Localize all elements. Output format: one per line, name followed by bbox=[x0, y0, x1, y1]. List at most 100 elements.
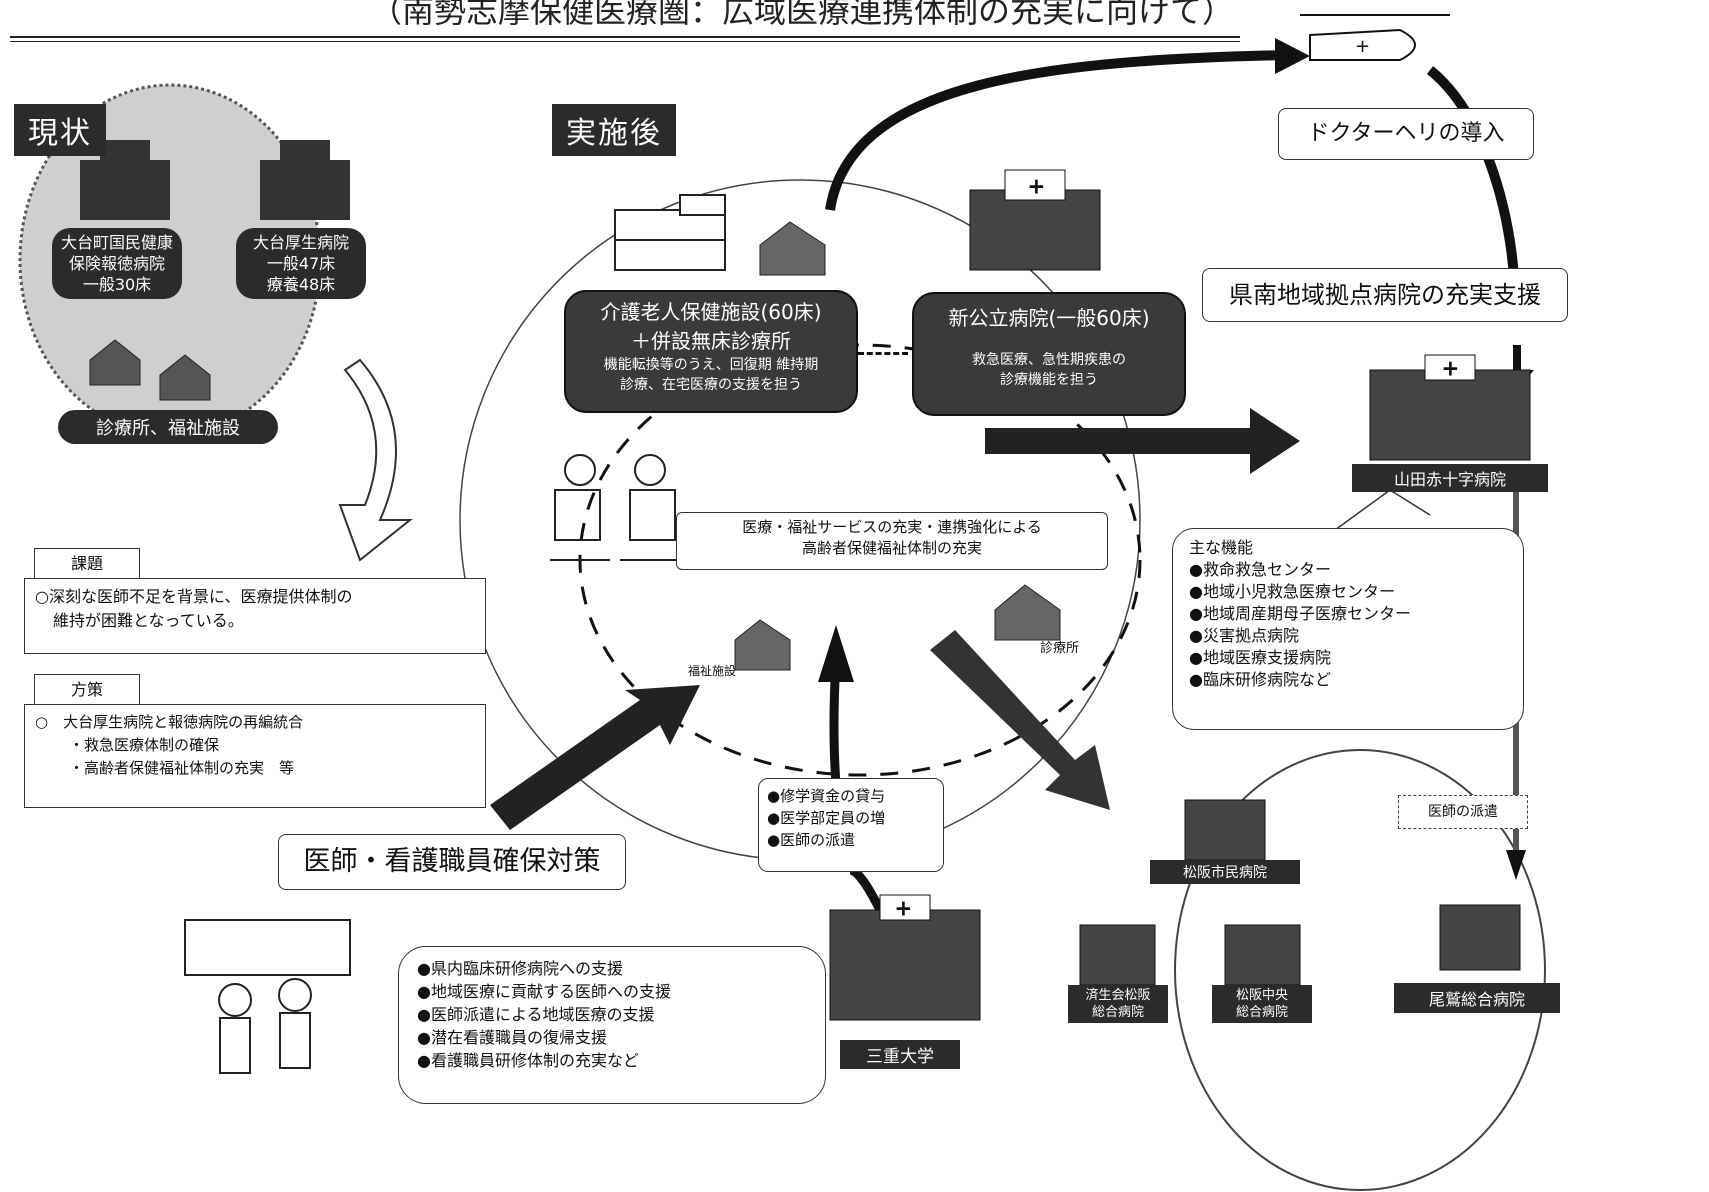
header-subtitle: （南勢志摩保健医療圏：広域医療連携体制の充実に向けて） bbox=[370, 0, 1235, 30]
base-hospital-name: 山田赤十字病院 bbox=[1352, 464, 1548, 492]
doctor-support-arrow bbox=[490, 685, 700, 830]
hospital-a-line1: 大台町国民健康 bbox=[60, 233, 173, 252]
regional-hosp2-label: 済生会松阪 総合病院 bbox=[1068, 985, 1168, 1023]
function-item: ●地域医療支援病院 bbox=[1189, 648, 1331, 667]
housaku-box: ○ 大台厚生病院と報徳病院の再編統合 ・救急医療体制の確保 ・高齢者保健福祉体制… bbox=[24, 704, 486, 808]
nursing-building-icon bbox=[614, 194, 726, 271]
function-item: ●地域周産期母子医療センター bbox=[1189, 604, 1411, 623]
clinic-house-icon bbox=[994, 584, 1061, 641]
university-list: ●修学資金の貸与 ●医学部定員の増 ●医師の派遣 bbox=[767, 785, 935, 851]
helicopter-arrow bbox=[825, 50, 1291, 211]
housaku-line3: ・高齢者保健福祉体制の充実 等 bbox=[69, 759, 295, 777]
hospital-a-line2: 保険報徳病院 bbox=[68, 254, 165, 273]
staff-illustration bbox=[184, 919, 351, 1074]
facilities-label: 診療所、福祉施設 bbox=[58, 410, 278, 444]
hospital-a-label: 大台町国民健康 保険報徳病院 一般30床 bbox=[52, 228, 182, 299]
university-item: ●修学資金の貸与 bbox=[767, 787, 886, 805]
svg-text:+: + bbox=[895, 896, 912, 920]
public-hospital-line2: 救急医療、急性期疾患の bbox=[972, 352, 1126, 368]
heli-to-support-arrow bbox=[1426, 66, 1520, 291]
kadai-box: ○深刻な医師不足を背景に、医療提供体制の 維持が困難となっている。 bbox=[24, 578, 486, 654]
nursing-line1: 介護老人保健施設(60床) bbox=[600, 300, 822, 324]
center-line1: 医療・福祉サービスの充実・連携強化による bbox=[742, 518, 1042, 536]
regional-ellipse bbox=[1174, 749, 1546, 1191]
base-arrow-head bbox=[1250, 408, 1300, 474]
housaku-title: 方策 bbox=[34, 674, 140, 706]
kadai-line2: 維持が困難となっている。 bbox=[53, 611, 244, 630]
kadai-line1: ○深刻な医師不足を背景に、医療提供体制の bbox=[35, 587, 353, 606]
center-statement: 医療・福祉サービスの充実・連携強化による 高齢者保健福祉体制の充実 bbox=[676, 512, 1108, 570]
public-hospital-box: 新公立病院(一般60床) 救急医療、急性期疾患の 診療機能を担う bbox=[912, 292, 1186, 416]
transition-arrow bbox=[338, 358, 413, 562]
function-item: ●災害拠点病院 bbox=[1189, 626, 1299, 645]
university-list-box: ●修学資金の貸与 ●医学部定員の増 ●医師の派遣 bbox=[758, 778, 944, 872]
university-building-icon: + bbox=[829, 894, 981, 1021]
support-label: 県南地域拠点病院の充実支援 bbox=[1202, 268, 1568, 322]
university-item: ●医学部定員の増 bbox=[767, 809, 886, 827]
housaku-line1: ○ 大台厚生病院と報徳病院の再編統合 bbox=[35, 713, 304, 731]
kadai-title: 課題 bbox=[34, 548, 140, 580]
doctors-list: ●県内臨床研修病院への支援 ●地域医療に貢献する医師への支援 ●医師派遣による地… bbox=[417, 957, 807, 1072]
hospital-a-line3: 一般30床 bbox=[82, 275, 152, 294]
owase-label: 尾鷲総合病院 bbox=[1394, 983, 1560, 1013]
base-hospital-icon: + bbox=[1369, 354, 1531, 461]
function-item: ●救命救急センター bbox=[1189, 560, 1331, 579]
doctors-item: ●県内臨床研修病院への支援 bbox=[417, 959, 623, 978]
doctors-item: ●医師派遣による地域医療の支援 bbox=[417, 1005, 655, 1024]
helicopter-arrowhead bbox=[1275, 38, 1310, 74]
regional-hosp3-line1: 松阪中央 bbox=[1235, 988, 1288, 1003]
consultation-illustration bbox=[550, 454, 680, 561]
hospital-b-line1: 大台厚生病院 bbox=[252, 233, 349, 252]
university-arrowhead bbox=[818, 625, 854, 682]
welfare-label: 福祉施設 bbox=[688, 664, 737, 678]
functions-list: ●救命救急センター ●地域小児救急医療センター ●地域周産期母子医療センター ●… bbox=[1189, 559, 1507, 691]
regional-hospital-icons bbox=[1079, 799, 1521, 986]
support-down-shaft bbox=[1513, 345, 1521, 373]
clinic-label: 診療所 bbox=[1040, 641, 1080, 656]
regional-hosp1-label: 松阪市民病院 bbox=[1150, 860, 1300, 884]
regional-arrow bbox=[930, 630, 1110, 810]
svg-text:+: + bbox=[1442, 356, 1459, 380]
doctors-title: 医師・看護職員確保対策 bbox=[278, 834, 626, 890]
small-house-icon bbox=[759, 221, 826, 276]
regional-hosp3-line2: 総合病院 bbox=[1235, 1005, 1288, 1020]
welfare-house-icon bbox=[734, 619, 791, 671]
base-arrow-shaft bbox=[985, 428, 1255, 454]
regional-hosp2-line1: 済生会松阪 bbox=[1085, 988, 1151, 1003]
public-hospital-icon: + bbox=[969, 169, 1101, 271]
university-label: 三重大学 bbox=[840, 1040, 960, 1069]
hospital-icon bbox=[80, 140, 350, 220]
doctors-item: ●地域医療に貢献する医師への支援 bbox=[417, 982, 671, 1001]
function-item: ●地域小児救急医療センター bbox=[1189, 582, 1395, 601]
current-tag: 現状 bbox=[14, 104, 106, 156]
base-functions-box: 主な機能 ●救命救急センター ●地域小児救急医療センター ●地域周産期母子医療セ… bbox=[1172, 528, 1524, 730]
nursing-line3: 機能転換等のうえ、回復期 維持期 bbox=[603, 357, 819, 373]
house-icon bbox=[89, 339, 211, 401]
svg-text:+: + bbox=[1355, 36, 1370, 57]
public-hospital-line1: 新公立病院(一般60床) bbox=[948, 306, 1150, 330]
hospital-b-label: 大台厚生病院 一般47床 療養48床 bbox=[236, 228, 366, 299]
regional-hosp3-label: 松阪中央 総合病院 bbox=[1212, 985, 1312, 1023]
nursing-facility-box: 介護老人保健施設(60床) ＋併設無床診療所 機能転換等のうえ、回復期 維持期 … bbox=[564, 290, 858, 413]
after-tag: 実施後 bbox=[552, 104, 676, 156]
regional-hosp2-line2: 総合病院 bbox=[1091, 1005, 1144, 1020]
dispatch-arrowhead bbox=[1506, 850, 1526, 880]
doctors-list-box: ●県内臨床研修病院への支援 ●地域医療に貢献する医師への支援 ●医師派遣による地… bbox=[398, 946, 826, 1104]
hospital-b-line2: 一般47床 bbox=[266, 254, 336, 273]
functions-pointer bbox=[1334, 489, 1431, 531]
header-rule bbox=[10, 36, 1240, 42]
nursing-line2: ＋併設無床診療所 bbox=[631, 329, 791, 353]
university-link bbox=[848, 865, 885, 913]
dispatch-label: 医師の派遣 bbox=[1398, 795, 1528, 829]
housaku-line2: ・救急医療体制の確保 bbox=[69, 736, 220, 754]
hospital-b-line3: 療養48床 bbox=[266, 275, 336, 294]
link-dash bbox=[858, 352, 908, 355]
helicopter-icon: + bbox=[1300, 14, 1450, 61]
center-line2: 高齢者保健福祉体制の充実 bbox=[801, 539, 982, 557]
helicopter-label: ドクターヘリの導入 bbox=[1278, 108, 1534, 160]
svg-text:+: + bbox=[1028, 174, 1045, 198]
university-item: ●医師の派遣 bbox=[767, 831, 856, 849]
doctors-item: ●潜在看護職員の復帰支援 bbox=[417, 1028, 607, 1047]
public-hospital-line3: 診療機能を担う bbox=[1000, 372, 1098, 388]
doctors-item: ●看護職員研修体制の充実など bbox=[417, 1051, 639, 1070]
